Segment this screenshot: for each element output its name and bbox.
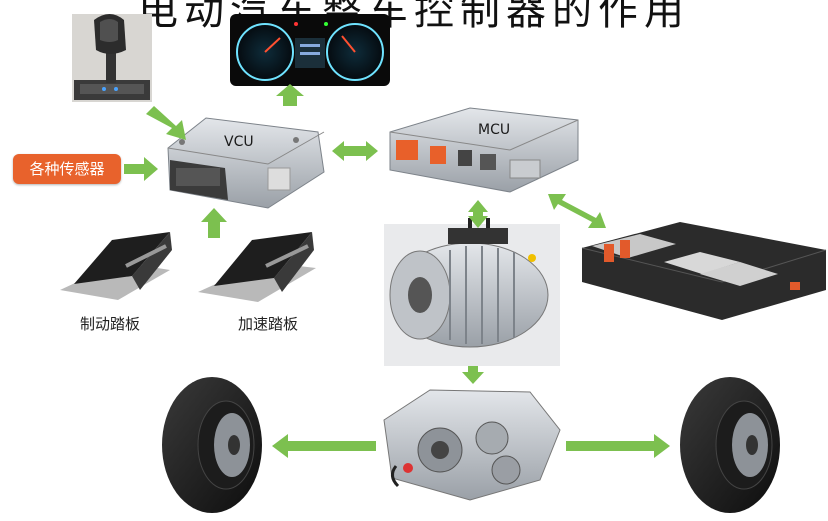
accel-pedal-label: 加速踏板 bbox=[238, 315, 299, 333]
arrow-motor-to-gearbox bbox=[462, 366, 484, 384]
sensors-box: 各种传感器 bbox=[13, 154, 121, 184]
gear-shifter-image bbox=[72, 14, 152, 102]
electric-motor-image bbox=[384, 218, 560, 366]
battery-pack-image bbox=[581, 222, 827, 320]
arrow-mcu-motor bbox=[468, 200, 488, 228]
vcu-label: VCU bbox=[224, 134, 254, 150]
arrow-vcu-mcu bbox=[332, 141, 378, 161]
diagram-title: 电动汽车整车控制器的作用 bbox=[138, 0, 690, 34]
arrow-gearbox-to-right-tire bbox=[566, 434, 670, 458]
flow-arrows bbox=[124, 84, 670, 458]
right-tire-image bbox=[680, 377, 780, 513]
vcu-controller-image bbox=[167, 117, 325, 209]
left-tire-image bbox=[162, 377, 262, 513]
brake-pedal-label: 制动踏板 bbox=[80, 315, 141, 333]
arrow-shifter-to-vcu bbox=[146, 106, 186, 140]
arrow-sensors-to-vcu bbox=[124, 157, 158, 181]
mcu-label: MCU bbox=[478, 122, 511, 138]
arrow-mcu-battery bbox=[548, 194, 606, 228]
arrow-vcu-to-cluster bbox=[276, 84, 304, 106]
mcu-controller-image bbox=[389, 107, 579, 193]
gearbox-image bbox=[383, 389, 561, 501]
brake-pedal-image bbox=[60, 232, 172, 300]
arrow-gearbox-to-left-tire bbox=[272, 434, 376, 458]
arrow-pedal-to-vcu bbox=[201, 208, 227, 238]
accelerator-pedal-image bbox=[198, 232, 316, 302]
instrument-cluster-image bbox=[230, 14, 390, 86]
